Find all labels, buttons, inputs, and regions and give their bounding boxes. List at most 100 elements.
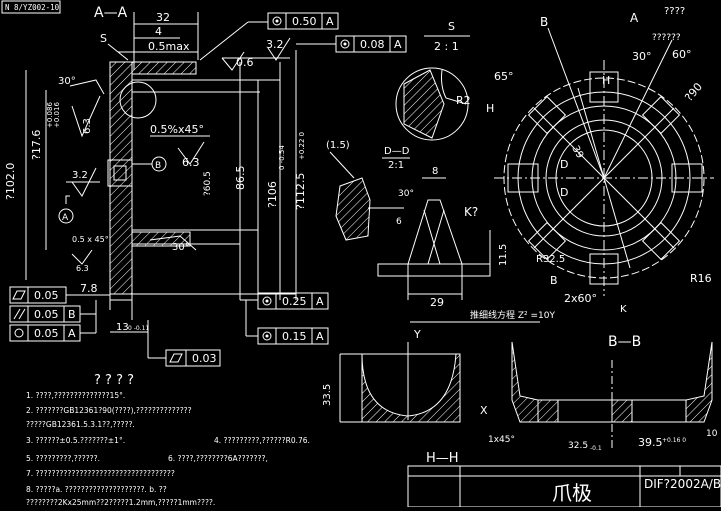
hh-axis-y: Y bbox=[413, 328, 421, 341]
dim-86-5: 86.5 bbox=[234, 166, 247, 191]
detail-s-scale: 2 : 1 bbox=[434, 40, 459, 53]
fcf-flatness-0-05: 0.05 bbox=[9, 286, 67, 304]
title-part-name: 爪极 bbox=[552, 481, 592, 505]
detail-s-radius: R2 bbox=[456, 94, 471, 107]
dd-1-5: (1.5) bbox=[326, 140, 350, 151]
section-aa-title: A—A bbox=[94, 5, 128, 21]
fcf-flatness-0-03: 0.03 bbox=[165, 349, 221, 367]
rough-6-3-low: 6.3 bbox=[76, 264, 89, 273]
fcf-l3-value: 0.05 bbox=[34, 327, 59, 340]
dim-13-tol: 0 -0.11 bbox=[128, 325, 149, 332]
fcf-r1-value: 0.50 bbox=[292, 15, 317, 28]
main-top-right-q: ???? bbox=[664, 6, 685, 17]
bb-title: B—B bbox=[608, 334, 641, 350]
main-question: ?????? bbox=[652, 33, 681, 43]
bb-10: 10 bbox=[706, 429, 718, 439]
fcf-runout-0-25: 0.25 A bbox=[257, 292, 329, 310]
note-1: 1. ????,??????????????15°. bbox=[26, 391, 125, 400]
main-h-left: H bbox=[486, 102, 494, 115]
dim-106-tol: 0 -0.54 bbox=[278, 145, 286, 170]
hh-title: H—H bbox=[426, 451, 459, 466]
dim-102: ?102.0 bbox=[4, 163, 17, 200]
fcf-runout-0-08: 0.08 A bbox=[335, 35, 407, 53]
main-d90: ?90 bbox=[682, 80, 705, 104]
main-r32-5: R32.5 bbox=[536, 254, 565, 265]
datum-b-label: B bbox=[155, 161, 161, 171]
fcf-l1-value: 0.05 bbox=[34, 289, 59, 302]
dd-kq: K? bbox=[464, 205, 478, 219]
angle-30-top: 30° bbox=[58, 76, 76, 87]
main-k: K bbox=[620, 304, 627, 315]
dim-60-5: ?60.5 bbox=[203, 171, 213, 196]
dim-4: 4 bbox=[155, 25, 162, 38]
main-2x60: 2x60° bbox=[564, 292, 597, 305]
rough-0-6: 0.6 bbox=[236, 56, 254, 69]
label-s: S bbox=[100, 32, 107, 45]
note-8b: ????????2Kx25mm??2?????1.2mm,?????1mm???… bbox=[26, 498, 215, 507]
dim-7-8: 7.8 bbox=[80, 282, 98, 295]
hh-note: 推细线方程 Z² =10Y bbox=[470, 309, 555, 321]
rough-3-2-left: 3.2 bbox=[72, 170, 88, 181]
fcf-l2-datum: B bbox=[68, 308, 76, 321]
tol-upper: +0.086 bbox=[46, 102, 54, 128]
fcf-r4-value: 0.15 bbox=[282, 330, 307, 343]
fcf-r1-datum: A bbox=[326, 15, 334, 28]
main-angle30: 30° bbox=[632, 50, 652, 63]
fcf-runout-0-50: 0.50 A bbox=[267, 12, 339, 30]
note-4: 4. ?????????,??????R0.76. bbox=[214, 436, 310, 445]
hh-axis-x: X bbox=[480, 404, 488, 417]
dd-6: 6 bbox=[396, 217, 402, 227]
rough-3-2-top: 3.2 bbox=[266, 38, 284, 51]
fcf-runout-0-15: 0.15 A bbox=[257, 327, 329, 345]
main-angle60: 60° bbox=[672, 48, 692, 61]
note-5: 5. ?????????,??????. bbox=[26, 454, 100, 463]
datum-a-label: A bbox=[62, 213, 69, 223]
dd-11-5: 11.5 bbox=[498, 244, 509, 266]
dim-106: ?106 bbox=[266, 181, 279, 208]
hh-chamfer: 1x45° bbox=[488, 435, 515, 445]
rough-6-3-left: 6.3 bbox=[82, 118, 93, 134]
title-drawing-no: DIF?2002A/B bbox=[644, 477, 721, 491]
fcf-parallel-0-05: 0.05 B bbox=[9, 305, 81, 323]
note-3: 3. ??????±0.5.???????±1°. bbox=[26, 436, 125, 445]
bb-39-5-tol: +0.16 0 bbox=[662, 437, 686, 444]
main-d2: D bbox=[560, 186, 568, 199]
main-h-right: H bbox=[602, 74, 610, 87]
main-r16: R16 bbox=[690, 272, 712, 285]
note-2b: ?????GB12361.5.3.1??,?????. bbox=[26, 420, 135, 429]
dim-112-5-tol: +0.22 0 bbox=[298, 132, 306, 160]
note-2: 2. ???????GB12361?90(????),?????????????… bbox=[26, 406, 192, 415]
tol-lower: +0.016 bbox=[53, 102, 61, 128]
fcf-r3-value: 0.25 bbox=[282, 295, 307, 308]
dd-title: D—D bbox=[384, 146, 410, 157]
doc-tag: N 8/YZ002-10 bbox=[5, 3, 60, 12]
angle-30-bottom: 30° bbox=[172, 242, 190, 253]
doc-tag-box bbox=[1, 0, 61, 14]
wheel-teeth bbox=[507, 71, 703, 285]
dd-scale: 2:1 bbox=[388, 160, 404, 171]
fcf-r4-datum: A bbox=[316, 330, 324, 343]
datum-a-bubble bbox=[58, 208, 74, 224]
main-view bbox=[494, 27, 714, 296]
dim-17-6: ?17.6 bbox=[30, 130, 43, 160]
main-d1: D bbox=[560, 158, 568, 171]
note-8: 8. ?????a. ????????????????????. b. ?? bbox=[26, 485, 167, 494]
dim-0-5max: 0.5max bbox=[148, 40, 190, 53]
dd-angle30: 30° bbox=[398, 189, 414, 199]
dim-112-5: ?112.5 bbox=[294, 173, 307, 210]
dd-8: 8 bbox=[432, 166, 438, 177]
fcf-r2-value: 0.08 bbox=[360, 38, 385, 51]
chamfer-pct: 0.5%x45° bbox=[150, 123, 204, 136]
rough-6-3-mid: 6.3 bbox=[182, 156, 200, 169]
bb-39-5: 39.5 bbox=[638, 436, 663, 449]
hh-33-5: 33.5 bbox=[322, 384, 333, 406]
bb-32-5-tol: -0.1 bbox=[590, 445, 602, 452]
fcf-r2-datum: A bbox=[394, 38, 402, 51]
bb-32-5: 32.5 bbox=[568, 441, 588, 451]
main-angle65: 65° bbox=[494, 70, 514, 83]
detail-s-label: S bbox=[448, 20, 455, 33]
chamfer-0-5x45: 0.5 x 45° bbox=[72, 235, 109, 244]
roughness-symbol bbox=[71, 95, 101, 138]
dim-32: 32 bbox=[156, 11, 170, 24]
